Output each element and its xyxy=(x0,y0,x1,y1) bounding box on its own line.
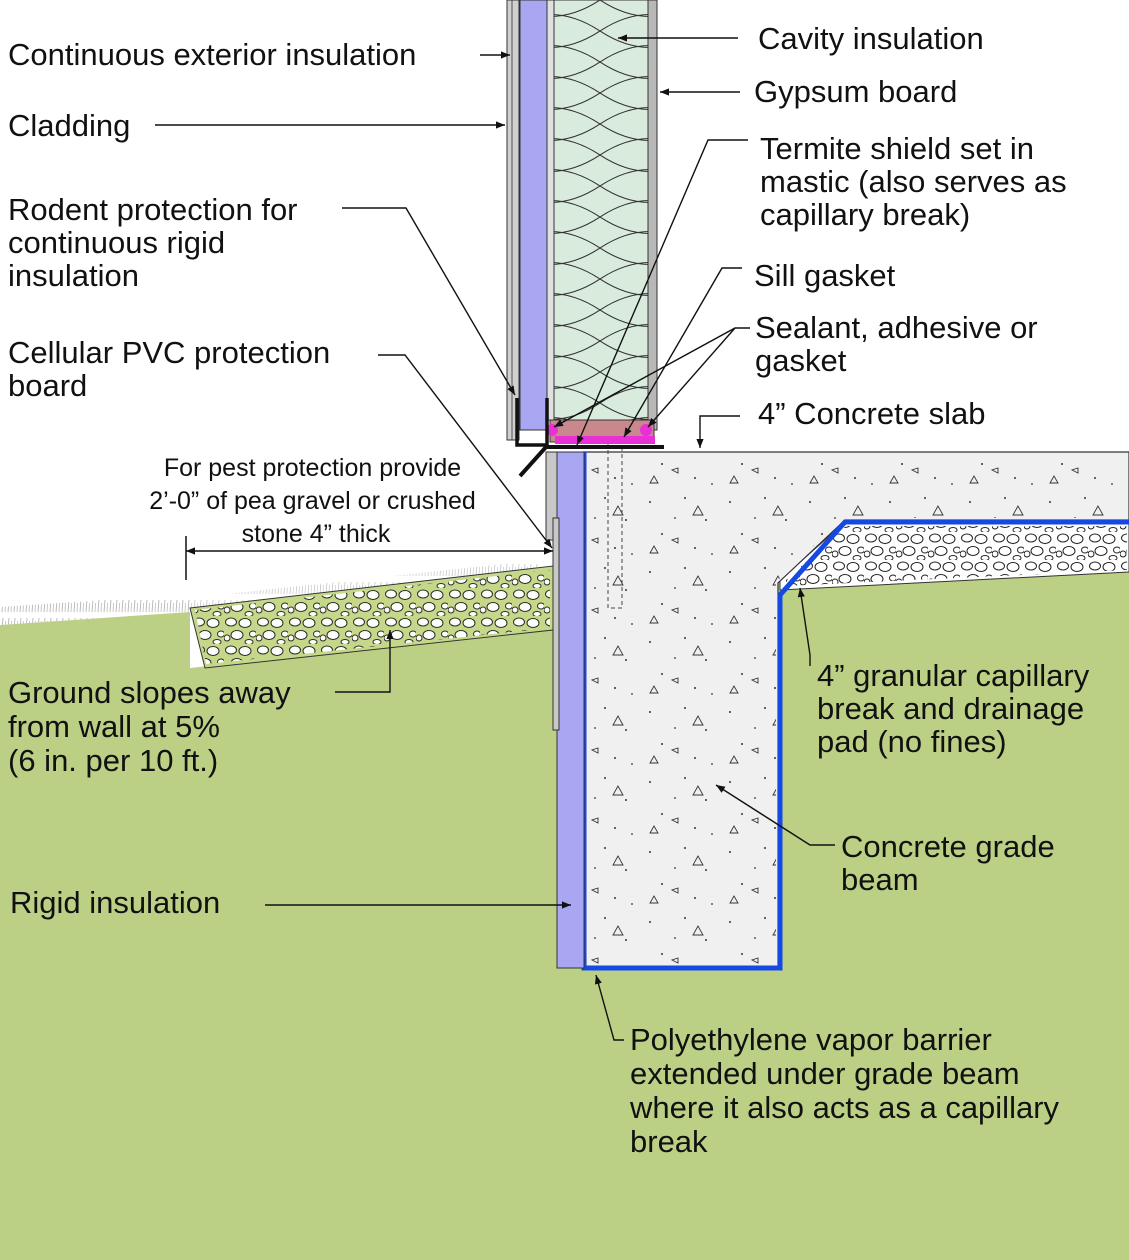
rodent-protection xyxy=(515,398,549,447)
label-gypsum-board: Gypsum board xyxy=(754,74,957,109)
label-continuous-exterior-insulation: Continuous exterior insulation xyxy=(8,37,416,72)
pvc-protection-board-lower xyxy=(552,517,560,731)
termite-shield xyxy=(518,445,664,478)
cladding xyxy=(506,0,520,441)
sheathing xyxy=(546,0,555,421)
label-cladding: Cladding xyxy=(8,108,130,143)
label-sill-gasket: Sill gasket xyxy=(754,258,896,293)
label-granular-break: 4” granular capillary break and drainage… xyxy=(817,658,1098,759)
label-concrete-slab: 4” Concrete slab xyxy=(758,396,985,431)
label-pest-protection: For pest protection provide 2’-0” of pea… xyxy=(149,454,483,548)
continuous-exterior-insulation xyxy=(519,0,548,431)
label-termite-shield: Termite shield set in mastic (also serve… xyxy=(760,131,1075,232)
rigid-insulation xyxy=(556,451,585,969)
gypsum-board xyxy=(647,0,658,431)
label-cellular-pvc: Cellular PVC protection board xyxy=(8,335,339,403)
label-cavity-insulation: Cavity insulation xyxy=(758,21,984,56)
label-vapor-barrier: Polyethylene vapor barrier extended unde… xyxy=(629,1022,1068,1159)
label-sealant: Sealant, adhesive or gasket xyxy=(755,310,1046,378)
label-grade-beam: Concrete grade beam xyxy=(841,829,1063,897)
grass-texture xyxy=(0,594,190,625)
sealant-bead-right xyxy=(640,424,652,436)
label-rodent-protection: Rodent protection for continuous rigid i… xyxy=(8,192,306,293)
sill-gasket xyxy=(555,436,655,444)
label-ground-slopes: Ground slopes away from wall at 5% (6 in… xyxy=(8,675,299,778)
label-rigid-insulation: Rigid insulation xyxy=(10,885,220,920)
